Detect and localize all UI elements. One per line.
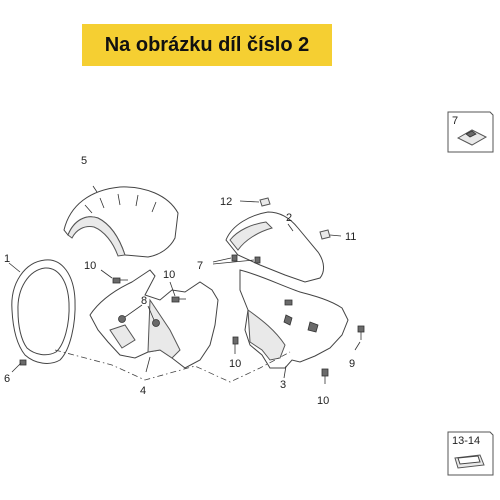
screw-icon	[321, 368, 329, 384]
inset-13-14-label: 13-14	[452, 435, 480, 447]
callout-10-bottom: 10	[317, 395, 329, 407]
part-3-right-front-panel	[239, 269, 349, 379]
callout-10-lower: 10	[229, 358, 241, 370]
screw-icon	[169, 281, 186, 303]
assembly-lines	[54, 349, 291, 383]
screw-icon	[100, 269, 128, 284]
callout-1: 1	[4, 253, 10, 265]
screw-icon	[232, 336, 239, 354]
callout-6: 6	[4, 373, 10, 385]
callout-2: 2	[286, 212, 292, 224]
inset-7-clip-nut: 7	[447, 111, 494, 153]
callout-11: 11	[345, 231, 356, 243]
part-1-headlight-rim	[8, 259, 76, 364]
clip-nut-icon	[212, 254, 261, 265]
callout-8: 8	[141, 295, 147, 307]
callout-9: 9	[349, 358, 355, 370]
part-5-upper-shroud	[63, 185, 179, 258]
callout-5: 5	[81, 155, 87, 167]
rubber-grommet-icon	[239, 197, 271, 207]
callout-10-mid: 10	[163, 269, 175, 281]
rubber-grommet-icon	[319, 229, 342, 240]
part-2-instrument-cover	[225, 211, 324, 283]
callout-3: 3	[280, 379, 286, 391]
screw-icon	[11, 359, 27, 373]
inset-13-14-grommet: 13-14	[447, 431, 494, 476]
callout-7: 7	[197, 260, 203, 272]
callout-12: 12	[220, 196, 232, 208]
highlight-banner: Na obrázku díl číslo 2	[82, 24, 332, 66]
callout-10-left: 10	[84, 260, 96, 272]
screw-icon	[354, 325, 365, 351]
inset-7-label: 7	[452, 115, 458, 127]
callout-4: 4	[140, 385, 146, 397]
clip-nut-icon	[118, 304, 160, 327]
